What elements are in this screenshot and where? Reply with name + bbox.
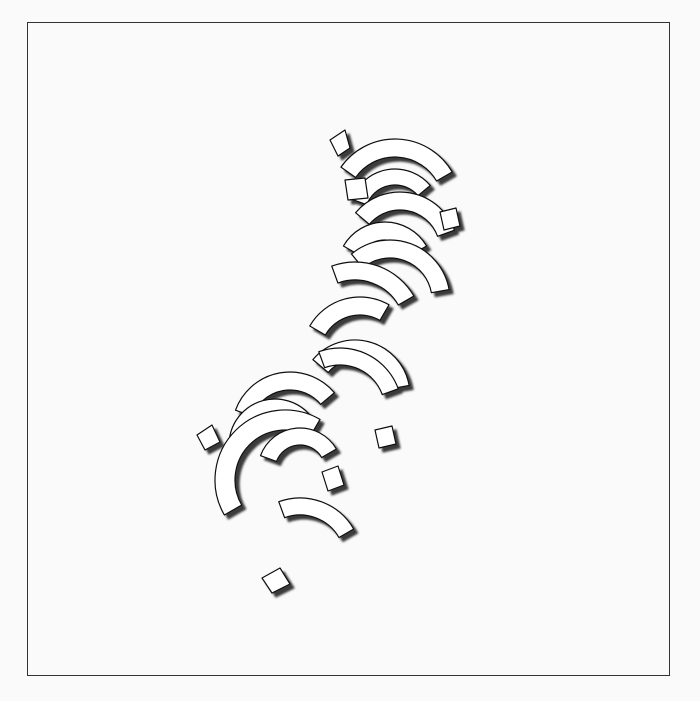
curved-band-shape	[234, 371, 336, 417]
curved-band-shape	[351, 168, 431, 206]
curved-band-shape	[331, 261, 415, 306]
small-square-shape	[374, 425, 397, 449]
small-square-shape	[261, 567, 291, 594]
small-square-shape	[344, 177, 369, 201]
small-square-shape	[329, 129, 351, 157]
curved-band-shape	[318, 347, 399, 396]
curved-band-shape	[309, 296, 390, 336]
curved-band-shape	[340, 138, 453, 182]
small-square-shape	[321, 465, 345, 492]
curved-band-shape	[354, 191, 456, 237]
curved-band-shape	[350, 239, 450, 294]
curved-band-shape	[214, 409, 321, 516]
small-square-shape	[196, 424, 221, 451]
curved-band-shape	[259, 427, 337, 463]
small-square-shape	[439, 207, 461, 231]
curved-band-shape	[278, 497, 355, 539]
